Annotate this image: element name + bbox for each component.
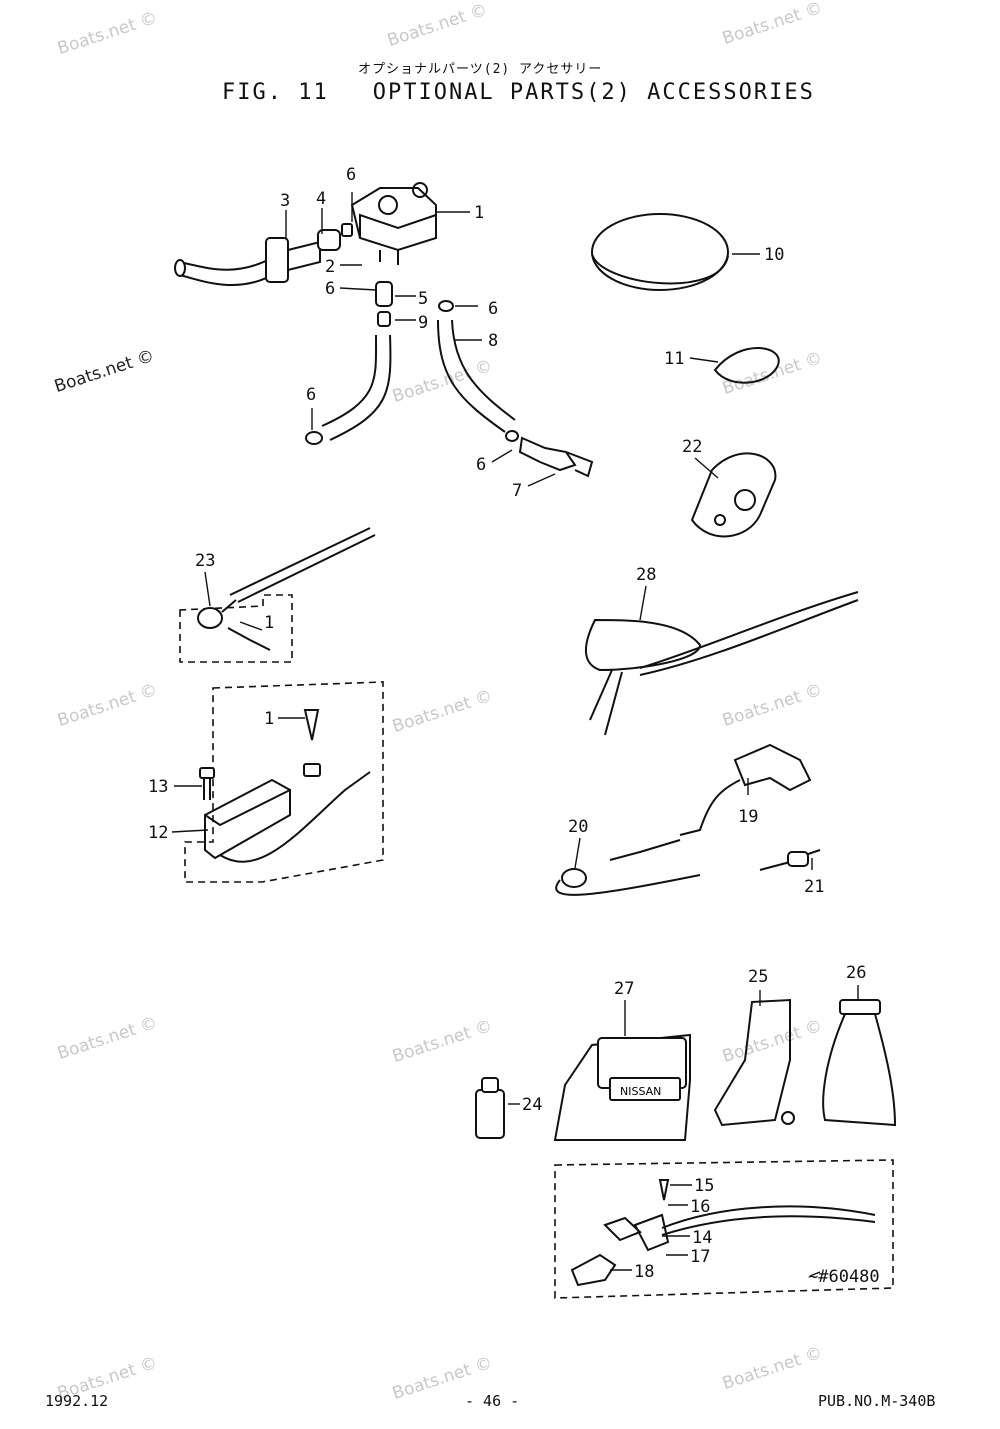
callout-22: 22 <box>682 437 702 457</box>
callout-28: 28 <box>636 565 656 585</box>
callout-6: 6 <box>325 279 335 299</box>
callout-6: 6 <box>346 165 356 185</box>
callout-6: 6 <box>488 299 498 319</box>
callout-8: 8 <box>488 331 498 351</box>
fuel-hose-right <box>437 300 594 478</box>
callout-20: 20 <box>568 817 588 837</box>
callout-18: 18 <box>634 1262 654 1282</box>
callout-19: 19 <box>738 807 758 827</box>
leader-lines <box>171 192 859 1277</box>
cable-harness <box>584 591 859 736</box>
title-japanese: オプショナルパーツ(2) アクセサリー <box>358 62 603 77</box>
stand-26 <box>822 999 897 1127</box>
footer-page-number: - 46 - <box>465 1392 520 1410</box>
callout-24: 24 <box>522 1095 542 1115</box>
switch-bracket-19 <box>679 743 812 836</box>
callout-3: 3 <box>280 191 290 211</box>
serial-note: ~#60480 <box>808 1267 880 1287</box>
callout-4: 4 <box>316 189 326 209</box>
callout-9: 9 <box>418 313 428 333</box>
footer-pub-number: PUB.NO.M-340B <box>818 1392 936 1410</box>
callout-10: 10 <box>764 245 784 265</box>
callout-25: 25 <box>748 967 768 987</box>
fuel-hose-left <box>305 281 393 445</box>
callout-27: 27 <box>614 979 634 999</box>
callout-6: 6 <box>476 455 486 475</box>
bracket-plate <box>690 452 777 538</box>
footer-date: 1992.12 <box>45 1392 109 1410</box>
group-box-12 <box>184 681 384 883</box>
callout-7: 7 <box>512 481 522 501</box>
callout-16: 16 <box>690 1197 710 1217</box>
page-title: FIG. 11 OPTIONAL PARTS(2) ACCESSORIES <box>222 80 815 105</box>
fuse-holder <box>570 1179 876 1287</box>
callout-1: 1 <box>474 203 484 223</box>
callout-26: 26 <box>846 963 866 983</box>
callout-13: 13 <box>148 777 168 797</box>
small-cover <box>713 347 780 384</box>
wire-lead-20 <box>555 839 701 896</box>
callout-numbers: 1 2 3 4 5 6 6 6 6 6 7 8 9 10 11 22 23 1 … <box>148 165 880 1287</box>
callout-1: 1 <box>264 709 274 729</box>
kill-switch <box>197 527 376 651</box>
bottle-24 <box>475 1077 505 1139</box>
callout-11: 11 <box>664 349 684 369</box>
brand-tag: NISSAN <box>620 1085 661 1098</box>
callout-1: 1 <box>264 613 274 633</box>
carrier-stand-25 <box>713 998 795 1127</box>
bolt-13 <box>199 767 215 800</box>
callout-12: 12 <box>148 823 168 843</box>
primer-bulb-hose <box>174 223 353 286</box>
callout-15: 15 <box>694 1176 714 1196</box>
callout-6: 6 <box>306 385 316 405</box>
wire-lead-21 <box>759 849 821 871</box>
group-box-23 <box>179 594 293 663</box>
callout-14: 14 <box>692 1228 712 1248</box>
figure-label: FIG. 11 <box>222 80 329 105</box>
callout-5: 5 <box>418 289 428 309</box>
callout-17: 17 <box>690 1247 710 1267</box>
callout-23: 23 <box>195 551 215 571</box>
rectifier-unit <box>204 709 371 863</box>
callout-2: 2 <box>325 257 335 277</box>
fuel-connector-assembly <box>350 182 437 265</box>
callout-21: 21 <box>804 877 824 897</box>
tool-bag-27: NISSAN <box>553 1033 691 1141</box>
tank-cap <box>591 213 729 291</box>
figure-title: OPTIONAL PARTS(2) ACCESSORIES <box>372 80 815 105</box>
